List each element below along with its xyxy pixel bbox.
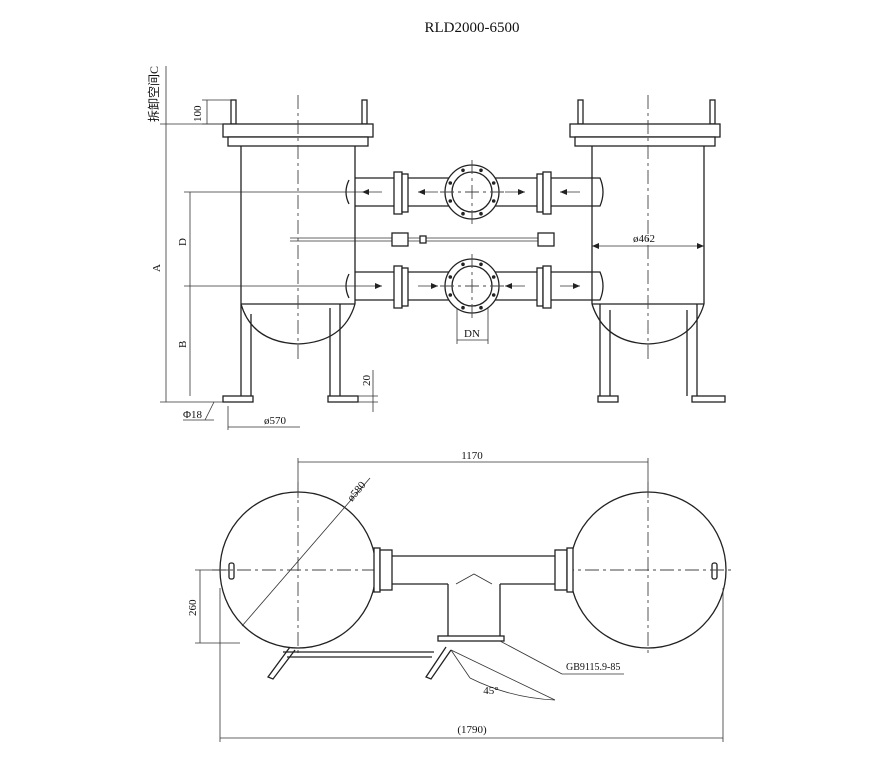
front-view: 拆卸空间C 100 A D B 20 — [146, 66, 726, 430]
label-260: 260 — [187, 599, 199, 616]
bottom-pipes — [266, 646, 452, 680]
label-A: A — [151, 264, 163, 272]
bolt-hole — [448, 293, 453, 297]
gb-leader: GB9115.9-85 — [499, 640, 624, 675]
bolt-hole — [461, 168, 465, 173]
bolt-hole — [461, 305, 465, 310]
upper-manifold — [345, 160, 604, 225]
bolt-hole — [479, 168, 483, 173]
bolt-hole — [448, 181, 453, 185]
front-dimensions: 拆卸空间C 100 A D B 20 — [146, 66, 704, 430]
label-1790: (1790) — [457, 724, 487, 736]
label-phi18: Φ18 — [183, 409, 203, 421]
bolt-hole — [479, 305, 483, 310]
label-100: 100 — [192, 105, 204, 122]
linkage-rod — [290, 232, 555, 247]
label-20: 20 — [361, 375, 373, 387]
right-vessel-top — [560, 482, 735, 656]
bolt-hole — [448, 199, 453, 203]
left-vessel — [222, 95, 374, 403]
bolt-hole — [461, 262, 465, 267]
bolt-hole — [491, 293, 496, 297]
bolt-hole — [491, 275, 496, 279]
left-vessel-top: ø580 — [212, 477, 380, 656]
connecting-pipe-top — [373, 547, 574, 642]
flange-bolt-holes — [448, 168, 496, 310]
bolt-hole — [461, 211, 465, 216]
label-DN: DN — [464, 328, 480, 340]
label-dia570: ø570 — [264, 415, 287, 427]
dim-45: 45° — [450, 649, 556, 701]
label-gb: GB9115.9-85 — [566, 662, 620, 673]
lower-manifold — [345, 254, 604, 318]
dim-1790: (1790) — [219, 588, 724, 742]
bolt-hole — [479, 211, 483, 216]
right-vessel — [569, 95, 726, 403]
label-1170: 1170 — [461, 450, 483, 462]
bolt-hole — [479, 262, 483, 267]
bolt-hole — [491, 181, 496, 185]
dim-1170: 1170 — [297, 450, 649, 498]
label-D: D — [177, 238, 189, 246]
drawing-title: RLD2000-6500 — [425, 20, 520, 36]
dim-260: 260 — [187, 569, 240, 644]
label-dia462: ø462 — [633, 233, 655, 245]
bolt-hole — [448, 275, 453, 279]
label-removal-space: 拆卸空间C — [146, 66, 161, 122]
bolt-hole — [491, 199, 496, 203]
label-B: B — [177, 341, 189, 348]
label-45: 45° — [483, 685, 498, 697]
label-dia580: ø580 — [345, 479, 369, 504]
top-view: 1170 ø580 — [187, 450, 735, 742]
